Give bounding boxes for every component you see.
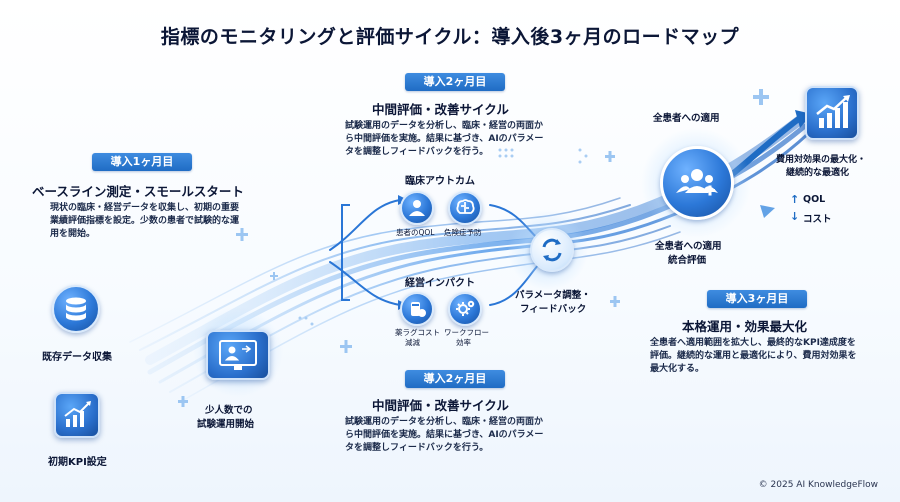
growth-chart-icon [805,86,859,140]
qol-label: 患者のQOL [396,228,435,237]
patient-group-icon [660,146,734,220]
pills-icon [400,292,434,326]
month1-heading: ベースライン測定・スモールスタート [32,184,244,199]
pilot-line1: 少人数での [205,405,253,416]
monitor-users-icon [206,330,270,380]
qol-up-arrow-icon: ↑ [790,193,800,206]
copyright: © 2025 AI KnowledgeFlow [758,480,878,490]
cost-down-arrow-icon: ↓ [790,210,800,223]
drug-cost-line1: 薬ラグコスト [395,328,440,337]
existing-data-label: 既存データ収集 [42,352,112,363]
database-icon [52,285,100,333]
month3-description: 全患者へ適用範囲を拡大し、最終的なKPI達成度を評価。継続的な運用と最適化により… [650,338,857,374]
integrated-eval-line2: 統合評価 [668,255,707,266]
integrated-eval-line1: 全患者への適用 [655,241,722,252]
drug-cost-line2: 減減 [405,338,420,347]
month2-bottom-heading: 中間評価・改善サイクル [372,398,509,413]
chart-up-icon [54,392,100,438]
month3-heading: 本格運用・効果最大化 [682,319,808,334]
risk-label: 危険症予防 [444,228,482,237]
pilot-line2: 試験運用開始 [197,419,255,430]
initial-kpi-label: 初期KPI設定 [48,457,107,468]
cost-indicator: コスト [803,214,832,225]
month1-description: 現状の臨床・経営データを収集し、初期の重要業績評価指標を設定。少数の患者で試験的… [50,203,240,239]
month2-bottom-description: 試験運用のデータを分析し、臨床・経営の両面から中間評価を実施。結果に基づき、AI… [345,417,544,453]
brain-icon [448,191,482,225]
clinical-outcome-heading: 臨床アウトカム [405,176,475,187]
month2-top-badge: 導入2ヶ月目 [405,73,505,91]
patient-icon [400,191,434,225]
month2-top-heading: 中間評価・改善サイクル [372,102,509,117]
all-patients-label: 全患者への適用 [653,113,720,124]
month1-badge: 導入1ヶ月目 [92,153,192,171]
workflow-line2: 効率 [456,338,471,347]
workflow-line1: ワークフロー [444,328,489,337]
qol-indicator: QOL [803,194,826,205]
page-title: 指標のモニタリングと評価サイクル：導入後3ヶ月のロードマップ [160,26,740,48]
month3-badge: 導入3ヶ月目 [707,290,807,308]
month2-top-description: 試験運用のデータを分析し、臨床・経営の両面から中間評価を実施。結果に基づき、AI… [345,121,544,157]
param-adjust-line2: フィードバック [520,304,587,315]
param-adjust-line1: パラメータ調整・ [515,290,591,301]
management-impact-heading: 経営インパクト [405,278,475,289]
month2-bottom-badge: 導入2ヶ月目 [405,370,505,388]
cost-effect-line2: 継続的な最適化 [786,168,850,178]
refresh-cycle-icon [530,228,574,272]
cost-effect-line1: 費用対効果の最大化・ [776,155,867,165]
gear-workflow-icon [448,292,482,326]
